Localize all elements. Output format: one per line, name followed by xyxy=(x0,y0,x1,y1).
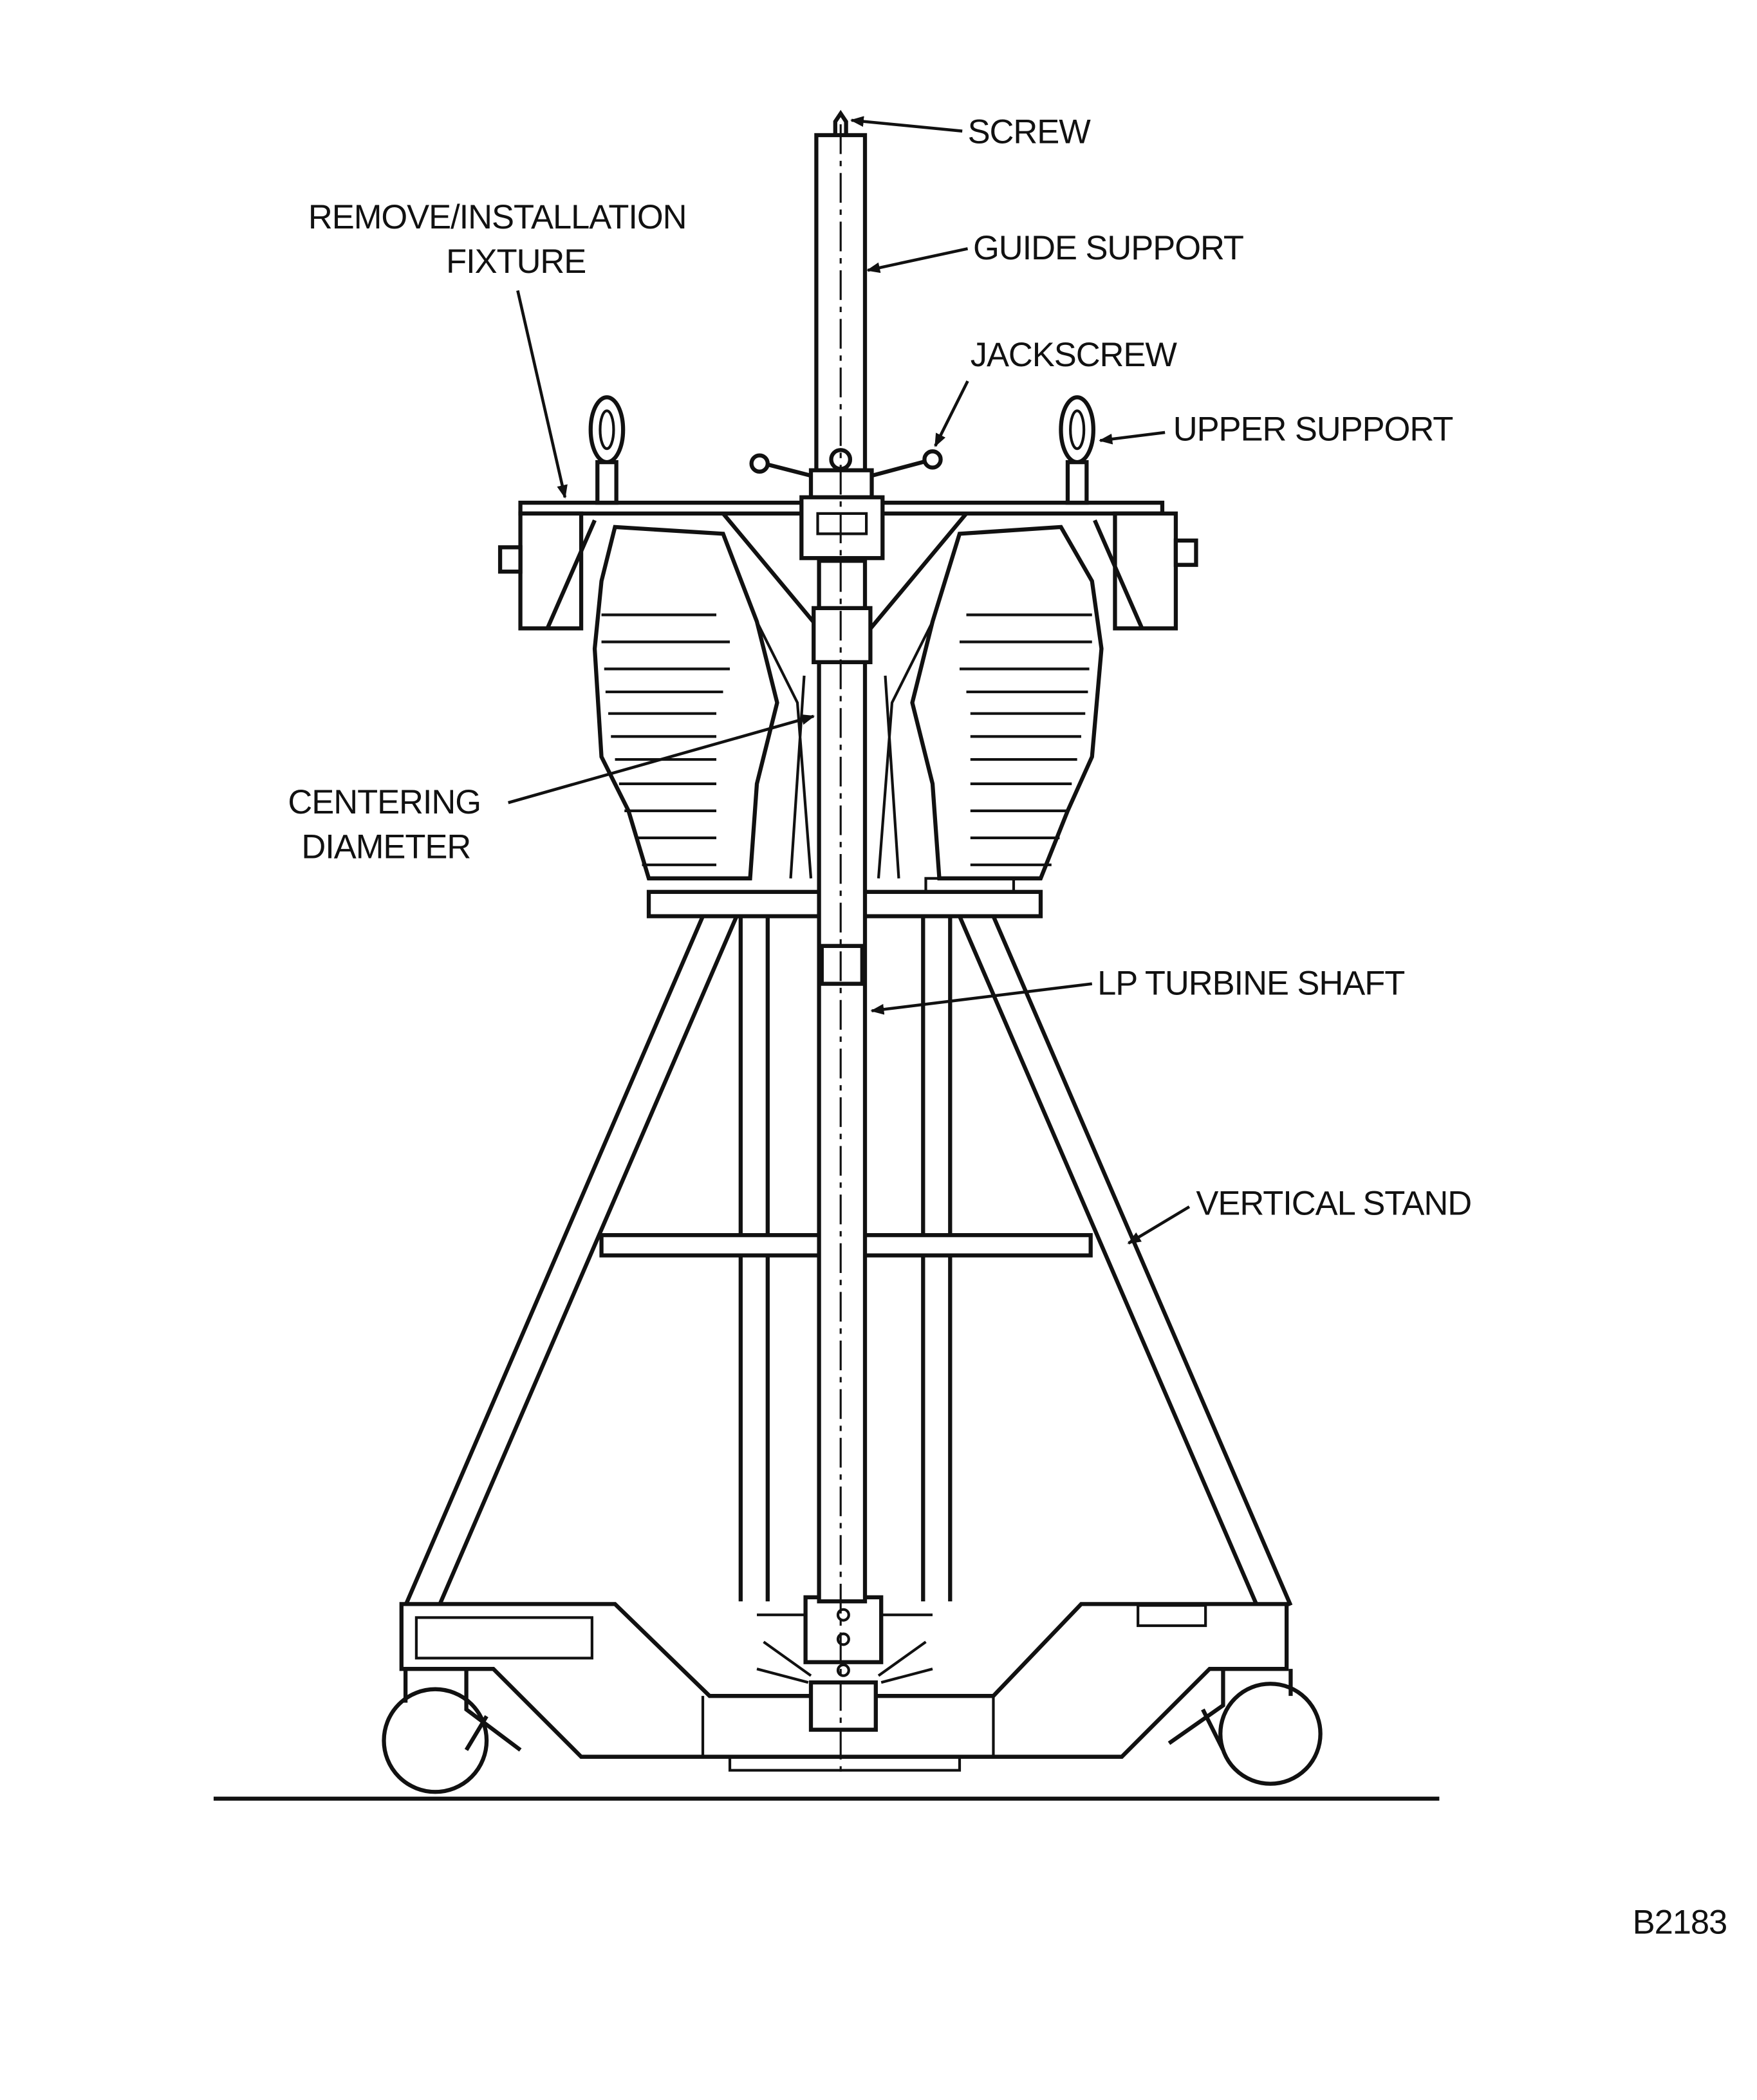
upper-support-eye-left xyxy=(588,395,626,505)
lp-turbine-shaft xyxy=(817,559,868,1604)
figure-id: B2183 xyxy=(1633,1904,1727,1942)
label-lp-turbine-shaft: LP TURBINE SHAFT xyxy=(1097,964,1404,1002)
fixture-arms xyxy=(721,512,968,637)
fixture-bracket-left xyxy=(497,511,597,631)
label-jackscrew: JACKSCREW xyxy=(971,336,1178,374)
label-screw: SCREW xyxy=(968,113,1092,151)
turbine-module-left xyxy=(592,525,813,880)
label-vertical-stand: VERTICAL STAND xyxy=(1196,1185,1471,1223)
label-fixture-line1: REMOVE/INSTALLATION xyxy=(308,198,687,236)
label-guide-support: GUIDE SUPPORT xyxy=(973,229,1243,267)
label-centering-line1: CENTERING xyxy=(288,783,481,821)
label-upper-support: UPPER SUPPORT xyxy=(1173,411,1453,449)
caster-wheel-right xyxy=(1167,1669,1323,1786)
label-centering-line2: DIAMETER xyxy=(301,828,470,866)
label-fixture-line2: FIXTURE xyxy=(446,243,586,281)
turbine-module-right xyxy=(877,525,1104,880)
fixture-bracket-right xyxy=(1093,511,1198,631)
upper-support-eye-right xyxy=(1059,395,1096,505)
screw-tip xyxy=(833,109,848,135)
caster-wheel-left xyxy=(382,1669,522,1794)
